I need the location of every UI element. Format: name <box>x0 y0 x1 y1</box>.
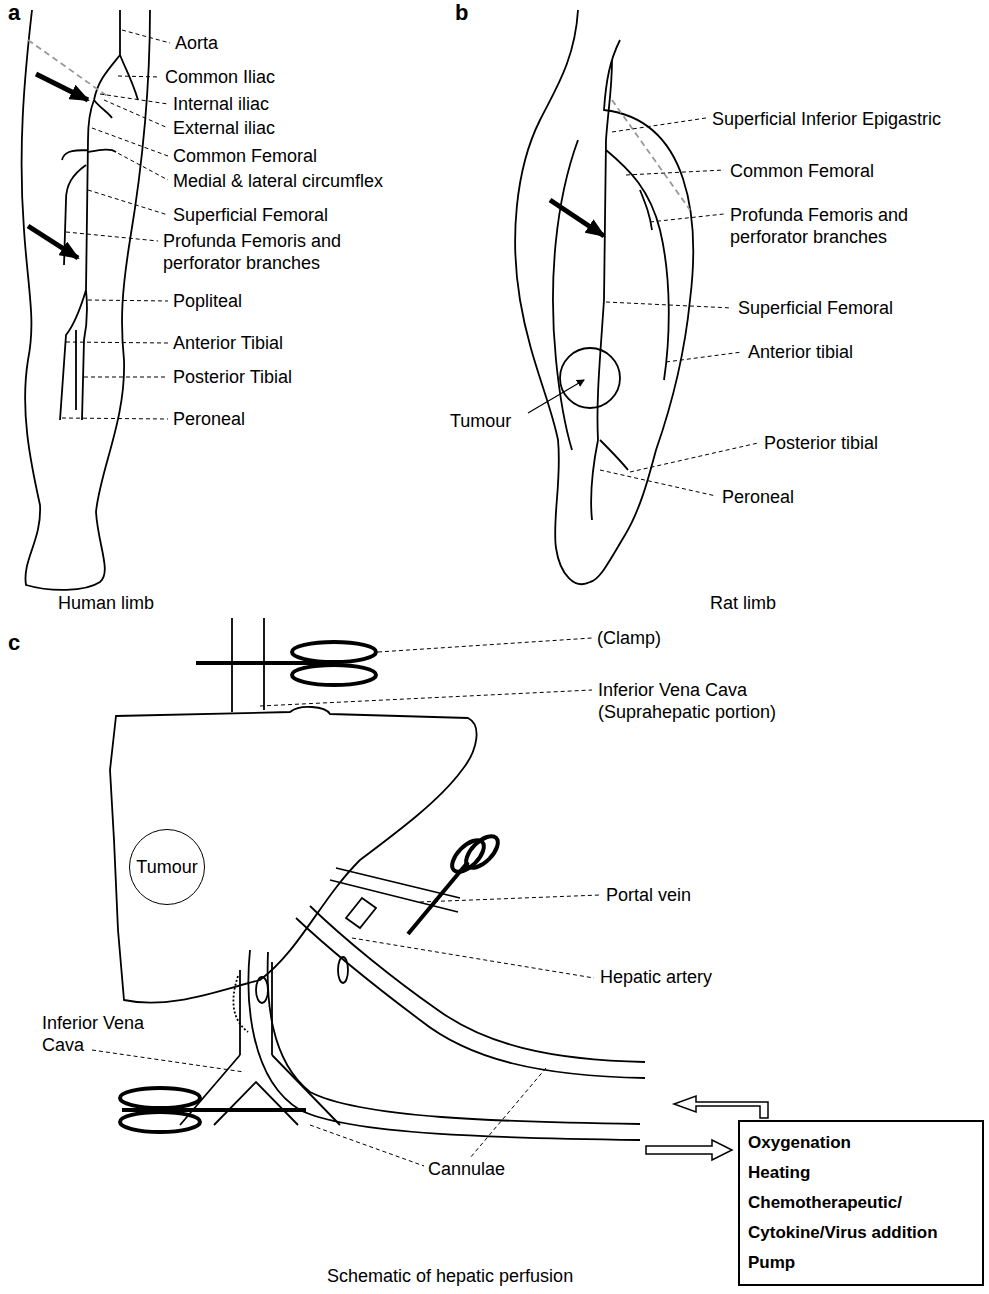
node-text: Heating <box>748 1158 976 1188</box>
panel-letter: c <box>8 632 20 654</box>
hepatic-schematic <box>110 618 645 1140</box>
pointer-arrow <box>28 226 78 258</box>
vessel-label: Common Femoral <box>730 160 874 182</box>
vessel-label: Profunda Femoris and perforator branches <box>730 204 970 248</box>
pointer-arrow <box>36 74 88 100</box>
vessel-label: External iliac <box>173 117 275 139</box>
vessel-label: Anterior Tibial <box>173 332 283 354</box>
pointer-arrow <box>550 200 604 236</box>
vessel-label: Peroneal <box>173 408 245 430</box>
vessel-label: Superficial Femoral <box>173 204 328 226</box>
vessel-label: Internal iliac <box>173 93 269 115</box>
vessel-label: Cannulae <box>428 1158 505 1180</box>
panel-letter: a <box>8 2 20 24</box>
vessel-label: Popliteal <box>173 290 242 312</box>
vessel-label: Posterior Tibial <box>173 366 292 388</box>
vessel-label: Inferior Vena Cava <box>42 1012 147 1056</box>
vessel-label: Hepatic artery <box>600 966 712 988</box>
tumour-circle: Tumour <box>129 829 205 905</box>
node-text: Tumour <box>136 857 197 878</box>
vessel-label: Medial & lateral circumflex <box>173 170 383 192</box>
vessel-label: (Clamp) <box>597 627 661 649</box>
leader-lines <box>62 30 170 419</box>
vessel-label: Common Femoral <box>173 145 317 167</box>
panel-letter: b <box>455 2 468 24</box>
process-box: OxygenationHeatingChemotherapeutic/ Cyto… <box>738 1120 984 1286</box>
clamp <box>120 642 503 1132</box>
node-text: Pump <box>748 1248 976 1278</box>
node-text: Chemotherapeutic/ Cytokine/Virus additio… <box>748 1188 976 1248</box>
leader-lines <box>92 638 600 1166</box>
vessel-label: Profunda Femoris and perforator branches <box>163 230 383 274</box>
vessel-label: Posterior tibial <box>764 432 878 454</box>
vessel-label: Tumour <box>450 410 511 432</box>
tumour-circle <box>560 348 620 408</box>
caption: Schematic of hepatic perfusion <box>327 1265 573 1287</box>
vessel-label: Peroneal <box>722 486 794 508</box>
node-text: Oxygenation <box>748 1128 976 1158</box>
vessel-label: Anterior tibial <box>748 341 853 363</box>
vessel-label: Common Iliac <box>165 66 275 88</box>
vessel-label: Superficial Femoral <box>738 297 893 319</box>
human-limb <box>22 10 150 590</box>
pointer-arrow <box>528 380 584 413</box>
vessel-label: Inferior Vena Cava (Suprahepatic portion… <box>598 679 828 723</box>
vessel-label: Aorta <box>175 32 218 54</box>
vessel-label: Portal vein <box>606 884 691 906</box>
vessel-label: Human limb <box>58 592 154 614</box>
rat-limb <box>515 10 693 584</box>
vessel-label: Superficial Inferior Epigastric <box>712 108 941 130</box>
vessel-label: Rat limb <box>710 592 776 614</box>
